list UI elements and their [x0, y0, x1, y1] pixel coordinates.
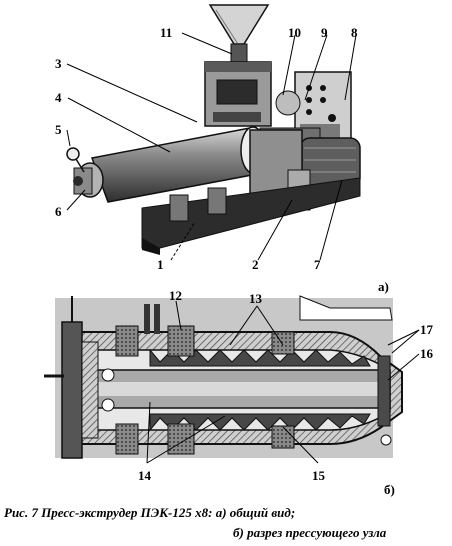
label-3: 3 [55, 56, 62, 71]
label-7: 7 [314, 257, 321, 272]
figure-caption-line-2: б) разрез прессующего узла [233, 525, 387, 540]
label-2: 2 [252, 257, 259, 272]
section-view-drawing [44, 295, 403, 459]
label-13: 13 [249, 291, 263, 306]
leader-lines-a [66, 32, 357, 261]
general-view-drawing [66, 4, 361, 255]
label-16: 16 [420, 346, 434, 361]
label-4: 4 [55, 90, 62, 105]
label-9: 9 [321, 25, 328, 40]
label-5: 5 [55, 122, 62, 137]
label-12: 12 [169, 288, 182, 303]
leader-lines-b [146, 300, 420, 464]
label-6: 6 [55, 204, 62, 219]
label-17: 17 [420, 322, 434, 337]
label-11: 11 [160, 25, 172, 40]
label-14: 14 [138, 468, 152, 483]
figure-caption-line-1: Рис. 7 Пресс-экструдер ПЭК-125 х8: а) об… [4, 505, 296, 520]
part-labels: 11 10 9 8 3 4 5 6 1 2 7 12 13 17 16 14 1… [55, 25, 434, 483]
label-10: 10 [288, 25, 301, 40]
subfigure-a-label: а) [378, 279, 389, 294]
label-15: 15 [312, 468, 326, 483]
subfigure-b-label: б) [384, 482, 395, 497]
label-1: 1 [157, 257, 164, 272]
label-8: 8 [351, 25, 358, 40]
